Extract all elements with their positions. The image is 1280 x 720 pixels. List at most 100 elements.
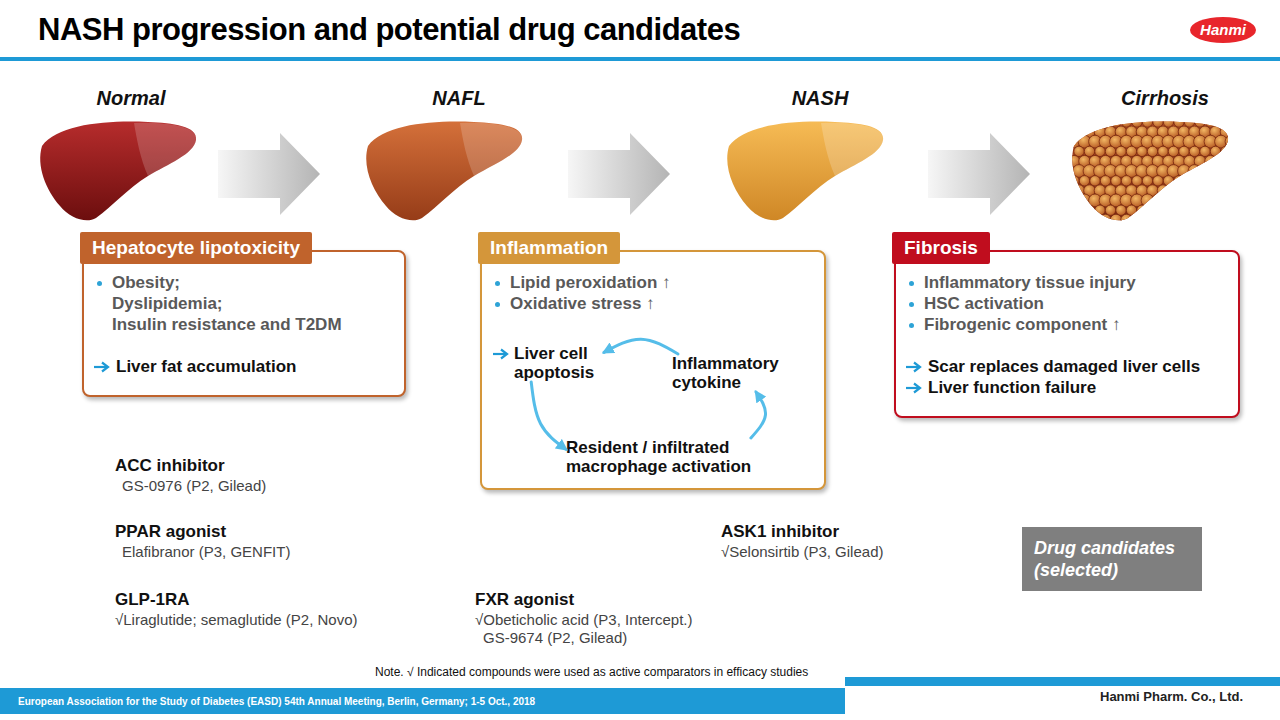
nodule xyxy=(1137,205,1147,215)
nodule xyxy=(1205,155,1217,167)
nodule xyxy=(1105,146,1115,156)
liver-shape xyxy=(727,122,883,221)
cycle-step: Liver cell apoptosis xyxy=(492,344,604,382)
nodule xyxy=(1079,176,1089,186)
nodule xyxy=(1068,214,1080,226)
nodule xyxy=(1142,117,1152,127)
cycle-text: Liver cell apoptosis xyxy=(492,344,604,382)
footer-rule xyxy=(845,677,1280,686)
nodule xyxy=(1231,185,1243,197)
liver-shape xyxy=(1072,122,1228,221)
liver-lobe xyxy=(134,123,196,176)
outcome-text: Liver fat accumulation xyxy=(116,357,296,377)
nodule xyxy=(1163,176,1173,186)
outcome-text: Liver function failure xyxy=(928,378,1096,398)
page-title: NASH progression and potential drug cand… xyxy=(38,12,740,48)
nodule xyxy=(1194,214,1206,226)
nodule xyxy=(1209,165,1222,178)
arrow-icon-head xyxy=(914,384,920,393)
nodule xyxy=(1194,194,1207,207)
nodule xyxy=(1147,205,1157,215)
nodule xyxy=(1226,176,1236,186)
nodule xyxy=(1179,146,1189,156)
nodule xyxy=(1174,176,1184,186)
nodule xyxy=(1090,117,1100,127)
nodule xyxy=(1199,165,1212,178)
nodule xyxy=(1116,205,1126,215)
nodule xyxy=(1111,176,1121,186)
footnote: Note. √ Indicated compounds were used as… xyxy=(375,665,808,679)
drug-class: ASK1 inhibitor xyxy=(721,522,839,542)
bullet-dot xyxy=(909,302,914,307)
nodule xyxy=(1210,205,1220,215)
nodule xyxy=(1069,117,1079,127)
nodule xyxy=(1173,214,1185,226)
drug-class: PPAR agonist xyxy=(115,522,226,542)
nodule xyxy=(1173,194,1186,207)
arrow-icon-shaft xyxy=(906,387,919,389)
nodule xyxy=(1073,185,1085,197)
callout-box: Drug candidates (selected) xyxy=(1022,527,1202,591)
liver-shape xyxy=(40,122,196,221)
nodule xyxy=(1221,146,1231,156)
nodule xyxy=(1131,214,1143,226)
stage-box: InflammationLipid peroxidation ↑Oxidativ… xyxy=(480,250,826,490)
nodule xyxy=(1215,155,1227,167)
nodule xyxy=(1079,214,1091,226)
progression-arrow xyxy=(568,133,670,215)
drug-class: ACC inhibitor xyxy=(115,456,225,476)
nodule xyxy=(1095,205,1105,215)
drug-name: √Obeticholic acid (P3, Intercept.) xyxy=(475,611,693,628)
nodule xyxy=(1204,194,1217,207)
nodule xyxy=(1215,214,1227,226)
nodule xyxy=(1069,176,1079,186)
nodule xyxy=(1168,185,1180,197)
nodule xyxy=(1163,117,1173,127)
liver-normal xyxy=(40,122,196,221)
nodule xyxy=(1184,176,1194,186)
arrow-icon-shaft xyxy=(906,366,919,368)
cirrhosis-nodules xyxy=(1068,117,1243,226)
callout-text: Drug candidates (selected) xyxy=(1034,537,1190,581)
bullet-dot xyxy=(495,281,500,286)
nodule xyxy=(1199,185,1211,197)
arrow-icon xyxy=(93,361,111,373)
outcome-text: Scar replaces damaged liver cells xyxy=(928,357,1200,377)
nodule xyxy=(1121,214,1133,226)
cycle-arrow xyxy=(604,339,678,354)
nodule xyxy=(1188,165,1201,178)
bullet-text: Fibrogenic component ↑ xyxy=(924,315,1120,335)
cycle-arrow xyxy=(751,392,766,438)
nodule xyxy=(1126,146,1136,156)
nodule xyxy=(1100,176,1110,186)
nodule xyxy=(1221,205,1231,215)
nodule xyxy=(1231,205,1241,215)
nodule xyxy=(1162,194,1175,207)
nodule xyxy=(1205,176,1215,186)
nodule xyxy=(1225,194,1238,207)
stage-label: Normal xyxy=(97,87,166,110)
nodule xyxy=(1178,185,1190,197)
bullet-text: Dyslipidemia; xyxy=(112,294,223,314)
nodule xyxy=(1215,194,1228,207)
arrow-icon xyxy=(492,348,510,360)
nodule xyxy=(1153,176,1163,186)
stage-label: Cirrhosis xyxy=(1121,87,1209,110)
arrow-icon xyxy=(905,382,923,394)
nodule xyxy=(1111,117,1121,127)
bullet-dot xyxy=(909,281,914,286)
nodule xyxy=(1195,117,1205,127)
nodule xyxy=(1157,185,1169,197)
nodule xyxy=(1220,165,1233,178)
liver-shape xyxy=(366,122,522,221)
footer-text: European Association for the Study of Di… xyxy=(18,696,535,707)
bullet-text: Oxidative stress ↑ xyxy=(510,294,655,314)
nodule xyxy=(1195,176,1205,186)
nodule xyxy=(1210,146,1220,156)
stage-box: Hepatocyte lipotoxicityObesity;Dyslipide… xyxy=(82,250,406,397)
nodule xyxy=(1216,176,1226,186)
bullet-dot xyxy=(495,302,500,307)
